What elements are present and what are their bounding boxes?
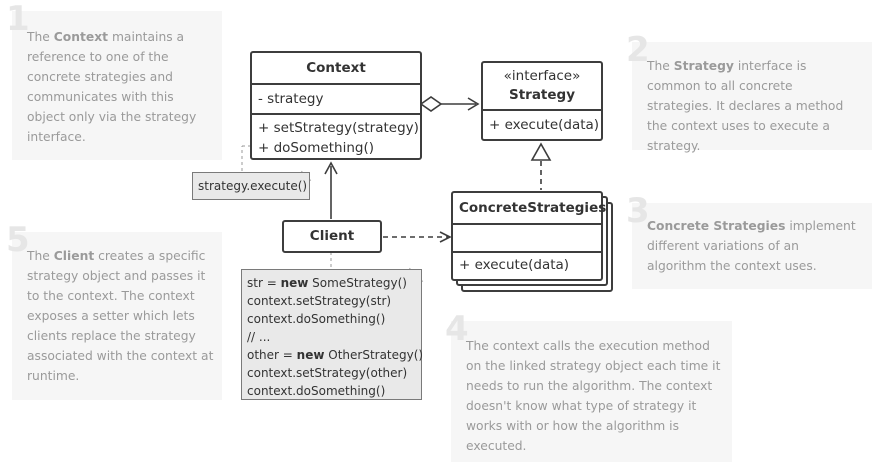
context-class-methods: + setStrategy(strategy) + doSomething()	[252, 113, 420, 158]
note-concrete-strategies: 3 Concrete Strategies implement differen…	[626, 191, 872, 289]
concrete-strategies-methods: + execute(data)	[453, 251, 601, 277]
context-method: + doSomething()	[258, 140, 374, 156]
client-code-note: str = new SomeStrategy() context.setStra…	[241, 269, 423, 400]
text-run: SomeStrategy()	[308, 276, 407, 290]
strategy-execute-note: strategy.execute()	[192, 172, 310, 200]
interface-name: Strategy	[508, 87, 576, 103]
interface-method: + execute(data)	[489, 117, 600, 133]
concrete-strategies-class: ConcreteStrategies + execute(data)	[451, 191, 607, 281]
note-strategy: 2 The Strategy interface is common to al…	[626, 30, 872, 153]
note-context-execution: 4 The context calls the execution method…	[445, 309, 732, 462]
code-line: context.doSomething()	[247, 310, 416, 328]
note-context: 1 The Context maintains a reference to o…	[6, 0, 222, 160]
context-field: - strategy	[258, 91, 324, 107]
note-text: Concrete Strategies implement different …	[647, 216, 862, 276]
interface-stereotype: «interface»	[503, 68, 581, 84]
client-class: Client	[282, 220, 382, 253]
note-text: The context calls the execution method o…	[466, 336, 721, 456]
context-class-name: Context	[306, 60, 366, 76]
code-line: str = new SomeStrategy()	[247, 274, 416, 292]
text-run: other =	[247, 348, 297, 362]
aggregation-diamond	[419, 96, 443, 112]
text-run: context.doSomething()	[247, 384, 386, 398]
aggregation-arrowhead	[467, 97, 480, 111]
strategy-interface-methods: + execute(data)	[483, 109, 601, 139]
text-run: context.doSomething()	[247, 312, 386, 326]
text-bold-run: new	[296, 348, 325, 362]
text-run: context.setStrategy(str)	[247, 294, 392, 308]
context-class: Context - strategy + setStrategy(strateg…	[250, 51, 422, 160]
code-line: context.doSomething()	[247, 382, 416, 400]
context-class-fields: - strategy	[252, 83, 420, 113]
text-bold-run: Client	[53, 249, 95, 263]
text-run: The	[27, 30, 54, 44]
text-bold-run: Strategy	[673, 59, 734, 73]
text-run: str =	[247, 276, 281, 290]
note-number: 5	[6, 220, 30, 260]
context-method: + setStrategy(strategy)	[258, 120, 419, 136]
note-number: 4	[445, 309, 469, 349]
note-text: The Context maintains a reference to one…	[27, 27, 207, 147]
concrete-strategies-fields	[453, 223, 601, 251]
code-line: context.setStrategy(str)	[247, 292, 416, 310]
text-bold-run: Context	[53, 30, 109, 44]
text-run: interface is common to all concrete stra…	[647, 59, 844, 153]
note-number: 1	[6, 0, 30, 39]
text-run: context.setStrategy(other)	[247, 366, 408, 380]
client-context-arrowhead	[324, 161, 338, 175]
text-run: maintains a reference to one of the conc…	[27, 30, 197, 144]
strategy-interface-header: «interface» Strategy	[483, 63, 601, 109]
text-run: creates a specific strategy object and p…	[27, 249, 214, 383]
concrete-method: + execute(data)	[459, 257, 570, 273]
strategy-execute-text: strategy.execute()	[198, 179, 308, 193]
text-run: The context calls the execution method o…	[466, 339, 721, 453]
code-line: other = new OtherStrategy()	[247, 346, 423, 364]
note-text: The Client creates a specific strategy o…	[27, 246, 217, 386]
note-number: 2	[626, 30, 650, 70]
text-run: implement different variations of an alg…	[647, 219, 856, 273]
note-number: 3	[626, 191, 650, 231]
code-line: // ...	[247, 328, 416, 346]
text-bold-run: Concrete Strategies	[647, 219, 786, 233]
text-run: OtherStrategy()	[324, 348, 424, 362]
text-run: The	[27, 249, 54, 263]
text-run: // ...	[247, 330, 271, 344]
text-run: The	[647, 59, 674, 73]
client-strategies-arrowhead	[439, 231, 452, 243]
note-client: 5 The Client creates a specific strategy…	[6, 220, 222, 400]
concrete-strategies-name: ConcreteStrategies	[459, 200, 607, 216]
note-text: The Strategy interface is common to all …	[647, 56, 857, 156]
strategy-interface: «interface» Strategy + execute(data)	[481, 61, 603, 141]
text-bold-run: new	[280, 276, 309, 290]
realization-triangle	[530, 142, 552, 161]
code-line: context.setStrategy(other)	[247, 364, 416, 382]
